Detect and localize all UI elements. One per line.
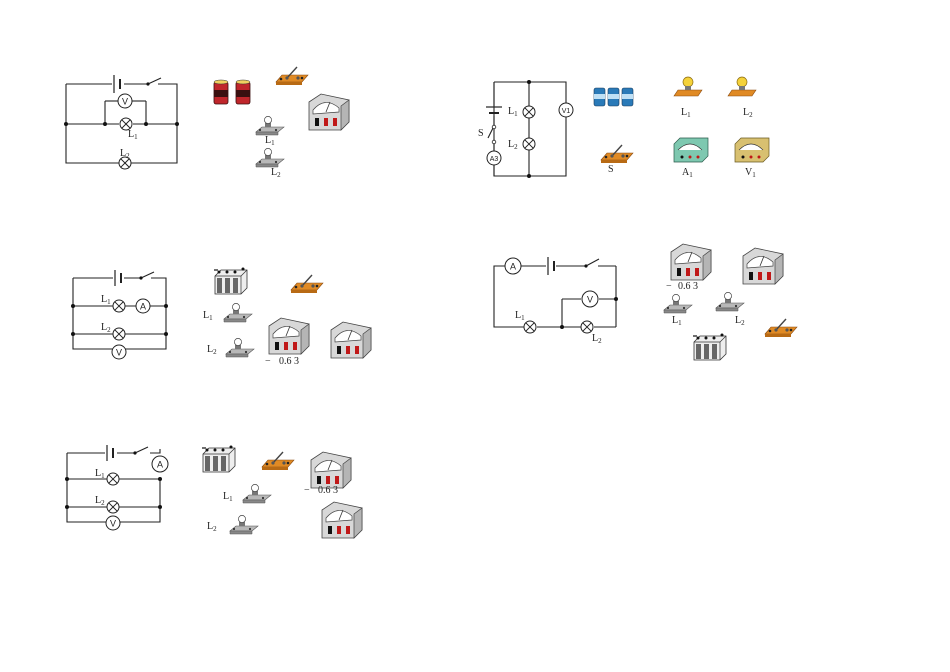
label-c2-comp-s: S — [608, 164, 614, 175]
red-batteries — [213, 79, 251, 105]
bulb-board-c5-l1 — [242, 483, 272, 504]
bulb-color-l2 — [727, 76, 757, 97]
label-c2-comp-v1: V1 — [745, 167, 756, 179]
ammeter-symbol-4: A — [510, 262, 516, 272]
label-l2: L2 — [120, 148, 130, 160]
voltmeter-symbol-4: V — [587, 295, 593, 305]
meter-1 — [308, 93, 350, 131]
battery-pack-3 — [213, 266, 248, 295]
label-c2-comp-a1: A1 — [682, 167, 693, 179]
circuit-3: A V L1 L2 — [71, 270, 168, 360]
components-3: L1 L2 − 0.6 3 — [203, 266, 372, 367]
circuit-2: A3 V1 L1 L2 S — [478, 80, 574, 178]
components-2: L1 L2 S A1 V1 — [593, 76, 770, 179]
meter-4b — [742, 247, 784, 285]
components-5: − 0.6 3 L1 L2 — [201, 444, 363, 539]
label-c5-comp-l2: L2 — [207, 521, 217, 533]
voltmeter-symbol: V — [122, 97, 128, 107]
label-c3-comp-l1: L1 — [203, 310, 213, 322]
meter-3a-scale: 0.6 3 — [279, 356, 299, 367]
meter-3a — [268, 317, 310, 355]
circuit-4: A V L1 L2 — [493, 257, 618, 345]
meter-4a-minus: − — [666, 281, 672, 292]
circuit-1: V L1 L2 — [64, 75, 179, 170]
meter-5a-minus: − — [304, 485, 310, 496]
label-comp-l2: L2 — [271, 167, 281, 179]
lamp-l1-symbol-2 — [522, 105, 536, 119]
ammeter-a1-symbol: A3 — [490, 156, 499, 163]
label-c3-comp-l2: L2 — [207, 344, 217, 356]
lamp-l1-symbol-4 — [523, 320, 537, 334]
label-c4-comp-l2: L2 — [735, 315, 745, 327]
circuit-5: A V L1 L2 — [65, 445, 169, 531]
bulb-board-c3-l2 — [225, 337, 255, 358]
switch-board-3 — [290, 274, 324, 294]
blue-batteries — [593, 87, 634, 107]
bulb-board-l1 — [255, 115, 285, 136]
meter-4a — [670, 243, 712, 281]
label-c4-l2: L2 — [592, 333, 602, 345]
label-c2-s: S — [478, 128, 484, 139]
battery-pack-4 — [692, 332, 727, 361]
label-c4-l1: L1 — [515, 310, 525, 322]
lamp-l2-symbol-2 — [522, 137, 536, 151]
bulb-board-c4-l1 — [663, 293, 693, 314]
meter-4a-scale: 0.6 3 — [678, 281, 698, 292]
voltmeter-symbol-3: V — [116, 348, 122, 358]
bulb-board-c4-l2 — [715, 291, 745, 312]
lamp-l2-symbol-3 — [112, 327, 126, 341]
lamp-l1-symbol-3 — [112, 299, 126, 313]
meter-5b — [321, 501, 363, 539]
switch-board-2 — [600, 144, 634, 164]
bulb-board-l2 — [255, 147, 285, 168]
bulb-board-c5-l2 — [229, 514, 259, 535]
label-c5-comp-l1: L1 — [223, 491, 233, 503]
meter-3a-minus: − — [265, 356, 271, 367]
bulb-color-l1 — [673, 76, 703, 97]
meter-5a-scale: 0.6 3 — [318, 485, 338, 496]
label-comp-l1: L1 — [265, 135, 275, 147]
lamp-l2-symbol-5 — [106, 500, 120, 514]
lamp-l1-symbol-5 — [106, 472, 120, 486]
meter-3b — [330, 321, 372, 359]
label-c3-l2: L2 — [101, 322, 111, 334]
label-c2-comp-l1: L1 — [681, 107, 691, 119]
voltmeter-yellow — [734, 137, 770, 163]
label-c2-l2: L2 — [508, 139, 518, 151]
label-c3-l1: L1 — [101, 294, 111, 306]
battery-pack-5 — [201, 444, 236, 473]
ammeter-green — [673, 137, 709, 163]
label-c2-comp-l2: L2 — [743, 107, 753, 119]
voltmeter-v1-symbol: V1 — [562, 108, 571, 115]
meter-5a — [310, 451, 352, 489]
label-c2-l1: L1 — [508, 106, 518, 118]
components-1: L1 L2 — [213, 66, 350, 179]
ammeter-symbol-5: A — [157, 460, 163, 470]
voltmeter-symbol-5: V — [110, 519, 116, 529]
label-c5-l2: L2 — [95, 495, 105, 507]
ammeter-symbol-3: A — [140, 302, 146, 312]
switch-board-4 — [764, 318, 798, 338]
label-l1: L1 — [128, 129, 138, 141]
lamp-l2-symbol-4 — [580, 320, 594, 334]
label-c5-l1: L1 — [95, 468, 105, 480]
switch-board-5 — [261, 451, 295, 471]
components-4: − 0.6 3 L1 L2 — [663, 243, 798, 361]
switch-board — [275, 66, 309, 86]
bulb-board-c3-l1 — [223, 302, 253, 323]
label-c4-comp-l1: L1 — [672, 315, 682, 327]
